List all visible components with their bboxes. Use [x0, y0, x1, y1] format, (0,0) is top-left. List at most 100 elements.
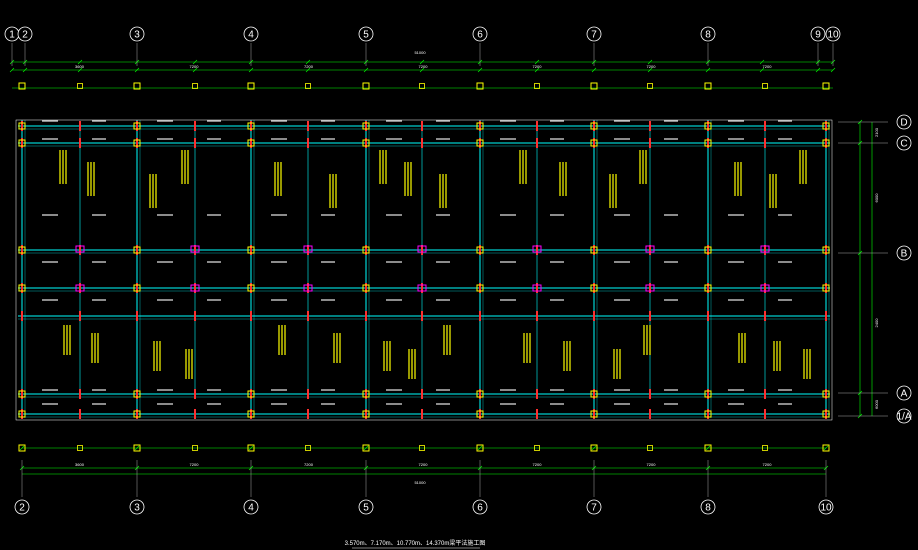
highlight-mark	[417, 284, 427, 292]
rebar-mark	[194, 389, 196, 399]
column	[362, 284, 370, 292]
column	[247, 390, 255, 398]
axis-bubble-bottom-circle	[358, 499, 374, 515]
bay-dimension-bottom: 7200	[533, 462, 543, 467]
column-secondary	[305, 83, 311, 89]
axis-bubble-top-text: 7	[591, 30, 597, 41]
dimension-tick	[534, 59, 540, 65]
dimension-tick	[77, 59, 83, 65]
column-secondary	[192, 445, 198, 451]
axis-bubble-top-text: 5	[363, 30, 369, 41]
bay-dimension-top: 7200	[419, 64, 429, 69]
rebar-mark	[825, 311, 827, 321]
rebar-mark	[649, 389, 651, 399]
rebar-mark	[421, 138, 423, 148]
rebar-mark	[421, 389, 423, 399]
annotation-layer	[42, 120, 811, 549]
column	[18, 246, 26, 254]
bay-dimension-bottom: 7200	[763, 462, 773, 467]
highlight-mark	[303, 245, 313, 253]
rebar-mark	[250, 409, 252, 419]
axis-bubble-right-circle	[896, 385, 912, 401]
axis-bubble-top-text: 1	[9, 30, 15, 41]
dimension-tick	[134, 67, 140, 73]
column-secondary	[647, 83, 653, 89]
column	[133, 139, 141, 147]
column-secondary	[534, 445, 540, 451]
rebar-mark	[365, 245, 367, 255]
rebar-mark	[365, 138, 367, 148]
rebar-mark	[421, 409, 423, 419]
rebar-mark	[536, 409, 538, 419]
bay-dimension-top: 7200	[647, 64, 657, 69]
axis-bubble-bottom-text: 4	[248, 503, 254, 514]
column	[704, 410, 712, 418]
dimension-tick	[22, 67, 28, 73]
rebar-mark	[79, 283, 81, 293]
axis-bubble-top-text: 4	[248, 30, 254, 41]
dimension-tick	[823, 445, 829, 451]
rebar-mark	[194, 245, 196, 255]
rebar-mark	[21, 283, 23, 293]
axis-bubble-right-text: A	[901, 389, 908, 400]
column-secondary	[419, 83, 425, 89]
rebar-mark	[536, 138, 538, 148]
column	[704, 82, 712, 90]
rebar-mark	[479, 389, 481, 399]
rebar-mark	[307, 409, 309, 419]
axis-bubble-bottom-circle	[129, 499, 145, 515]
axis-bubble-bottom-text: 10	[820, 503, 832, 514]
dimension-tick	[363, 67, 369, 73]
column	[590, 246, 598, 254]
column-secondary	[762, 83, 768, 89]
rebar-mark	[649, 409, 651, 419]
bay-dimension-top: 7200	[304, 64, 314, 69]
dimension-tick	[705, 445, 711, 451]
rebar-mark	[707, 409, 709, 419]
rebar-mark	[764, 138, 766, 148]
rebar-mark	[649, 121, 651, 131]
dimension-tick	[705, 67, 711, 73]
column	[247, 139, 255, 147]
rebar-mark	[307, 121, 309, 131]
rebar-mark	[250, 245, 252, 255]
dimension-tick	[9, 67, 15, 73]
rebar-mark	[421, 121, 423, 131]
rebar-mark	[21, 311, 23, 321]
rebar-mark	[307, 245, 309, 255]
column	[476, 444, 484, 452]
rebar-mark	[79, 138, 81, 148]
rebar-mark	[707, 138, 709, 148]
rebar-mark	[479, 138, 481, 148]
rebar-mark	[365, 311, 367, 321]
rebar-mark	[307, 283, 309, 293]
dimension-tick	[192, 59, 198, 65]
rebar-mark	[825, 138, 827, 148]
column-secondary	[762, 445, 768, 451]
dimension-tick	[248, 67, 254, 73]
column	[18, 82, 26, 90]
rebar-mark	[825, 121, 827, 131]
column	[247, 284, 255, 292]
axis-bubble-top-circle	[825, 26, 841, 42]
axis-bubble-bottom-circle	[243, 499, 259, 515]
rebar-mark	[250, 138, 252, 148]
rebar-mark	[79, 409, 81, 419]
dimension-tick	[591, 67, 597, 73]
bay-dimension-top: 3600	[75, 64, 85, 69]
rebar-mark	[536, 121, 538, 131]
rebar-mark	[764, 245, 766, 255]
bay-dimension-top: 7200	[190, 64, 200, 69]
dimension-tick	[134, 445, 140, 451]
rebar-mark	[136, 283, 138, 293]
dimension-tick	[305, 67, 311, 73]
axis-bubble-bottom-text: 8	[705, 503, 711, 514]
column	[476, 122, 484, 130]
rebar-mark	[307, 311, 309, 321]
column	[590, 82, 598, 90]
column	[247, 122, 255, 130]
dimension-tick	[830, 67, 836, 73]
rebar-mark	[136, 245, 138, 255]
rebar-mark	[764, 311, 766, 321]
